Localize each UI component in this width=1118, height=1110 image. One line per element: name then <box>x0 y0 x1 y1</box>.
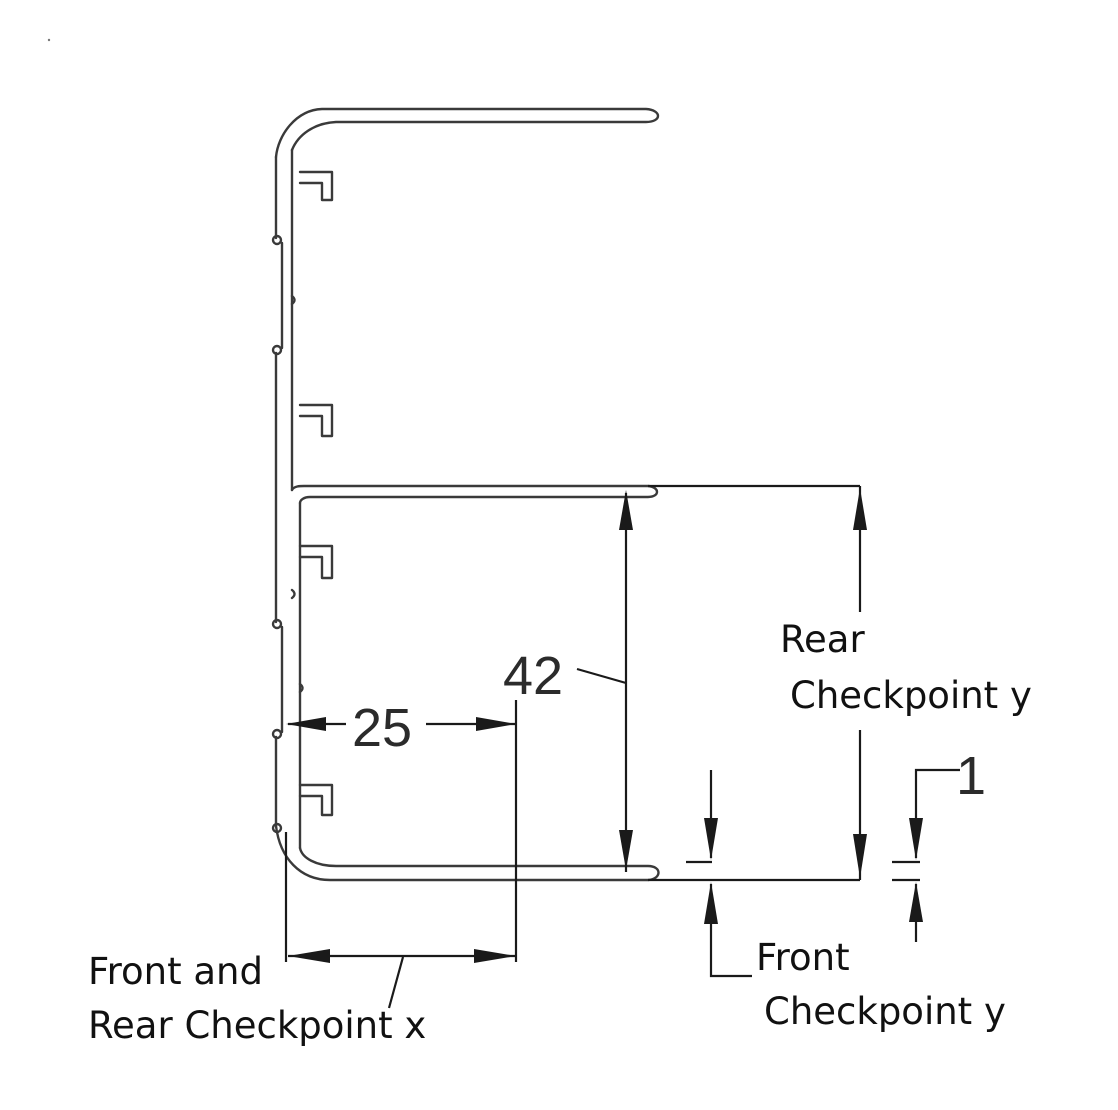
width-value: 25 <box>352 698 412 758</box>
arrow-down-icon <box>619 830 633 870</box>
checkpoint-x-dimension <box>284 832 516 1009</box>
arrow-down-icon <box>853 834 867 878</box>
arrow-down-icon <box>704 818 718 860</box>
front-rear-checkpoint-label-line2: Rear Checkpoint x <box>88 1004 426 1047</box>
arrow-right-icon <box>474 949 516 963</box>
arrow-up-icon <box>853 488 867 530</box>
gap-dimension: 1 <box>892 746 986 942</box>
arrow-up-icon <box>909 882 923 922</box>
gap-value: 1 <box>956 746 986 806</box>
profile-section <box>271 107 660 882</box>
gap-leader <box>914 768 960 858</box>
width-dimension: 25 <box>286 698 518 962</box>
rear-checkpoint-label-line1: Rear <box>780 618 865 661</box>
front-checkpoint-label-line2: Checkpoint y <box>764 990 1006 1033</box>
arrow-down-icon <box>909 818 923 860</box>
height-value: 42 <box>503 646 563 706</box>
arrow-left-icon <box>286 717 326 731</box>
rear-checkpoint-label-line2: Checkpoint y <box>790 674 1032 717</box>
speck <box>47 38 51 42</box>
height-leader-line <box>576 667 627 685</box>
height-dimension: 42 <box>503 484 860 872</box>
checkpoint-x-leader <box>387 956 405 1009</box>
front-checkpoint-y-dimension <box>686 770 752 978</box>
arrow-right-icon <box>476 717 516 731</box>
front-checkpoint-label-line1: Front <box>756 936 850 979</box>
arrow-left-icon <box>288 949 330 963</box>
rear-checkpoint-y-dimension <box>648 486 867 882</box>
arrow-up-icon <box>619 490 633 530</box>
front-y-leader <box>709 884 752 978</box>
front-rear-checkpoint-label-line1: Front and <box>88 950 263 993</box>
